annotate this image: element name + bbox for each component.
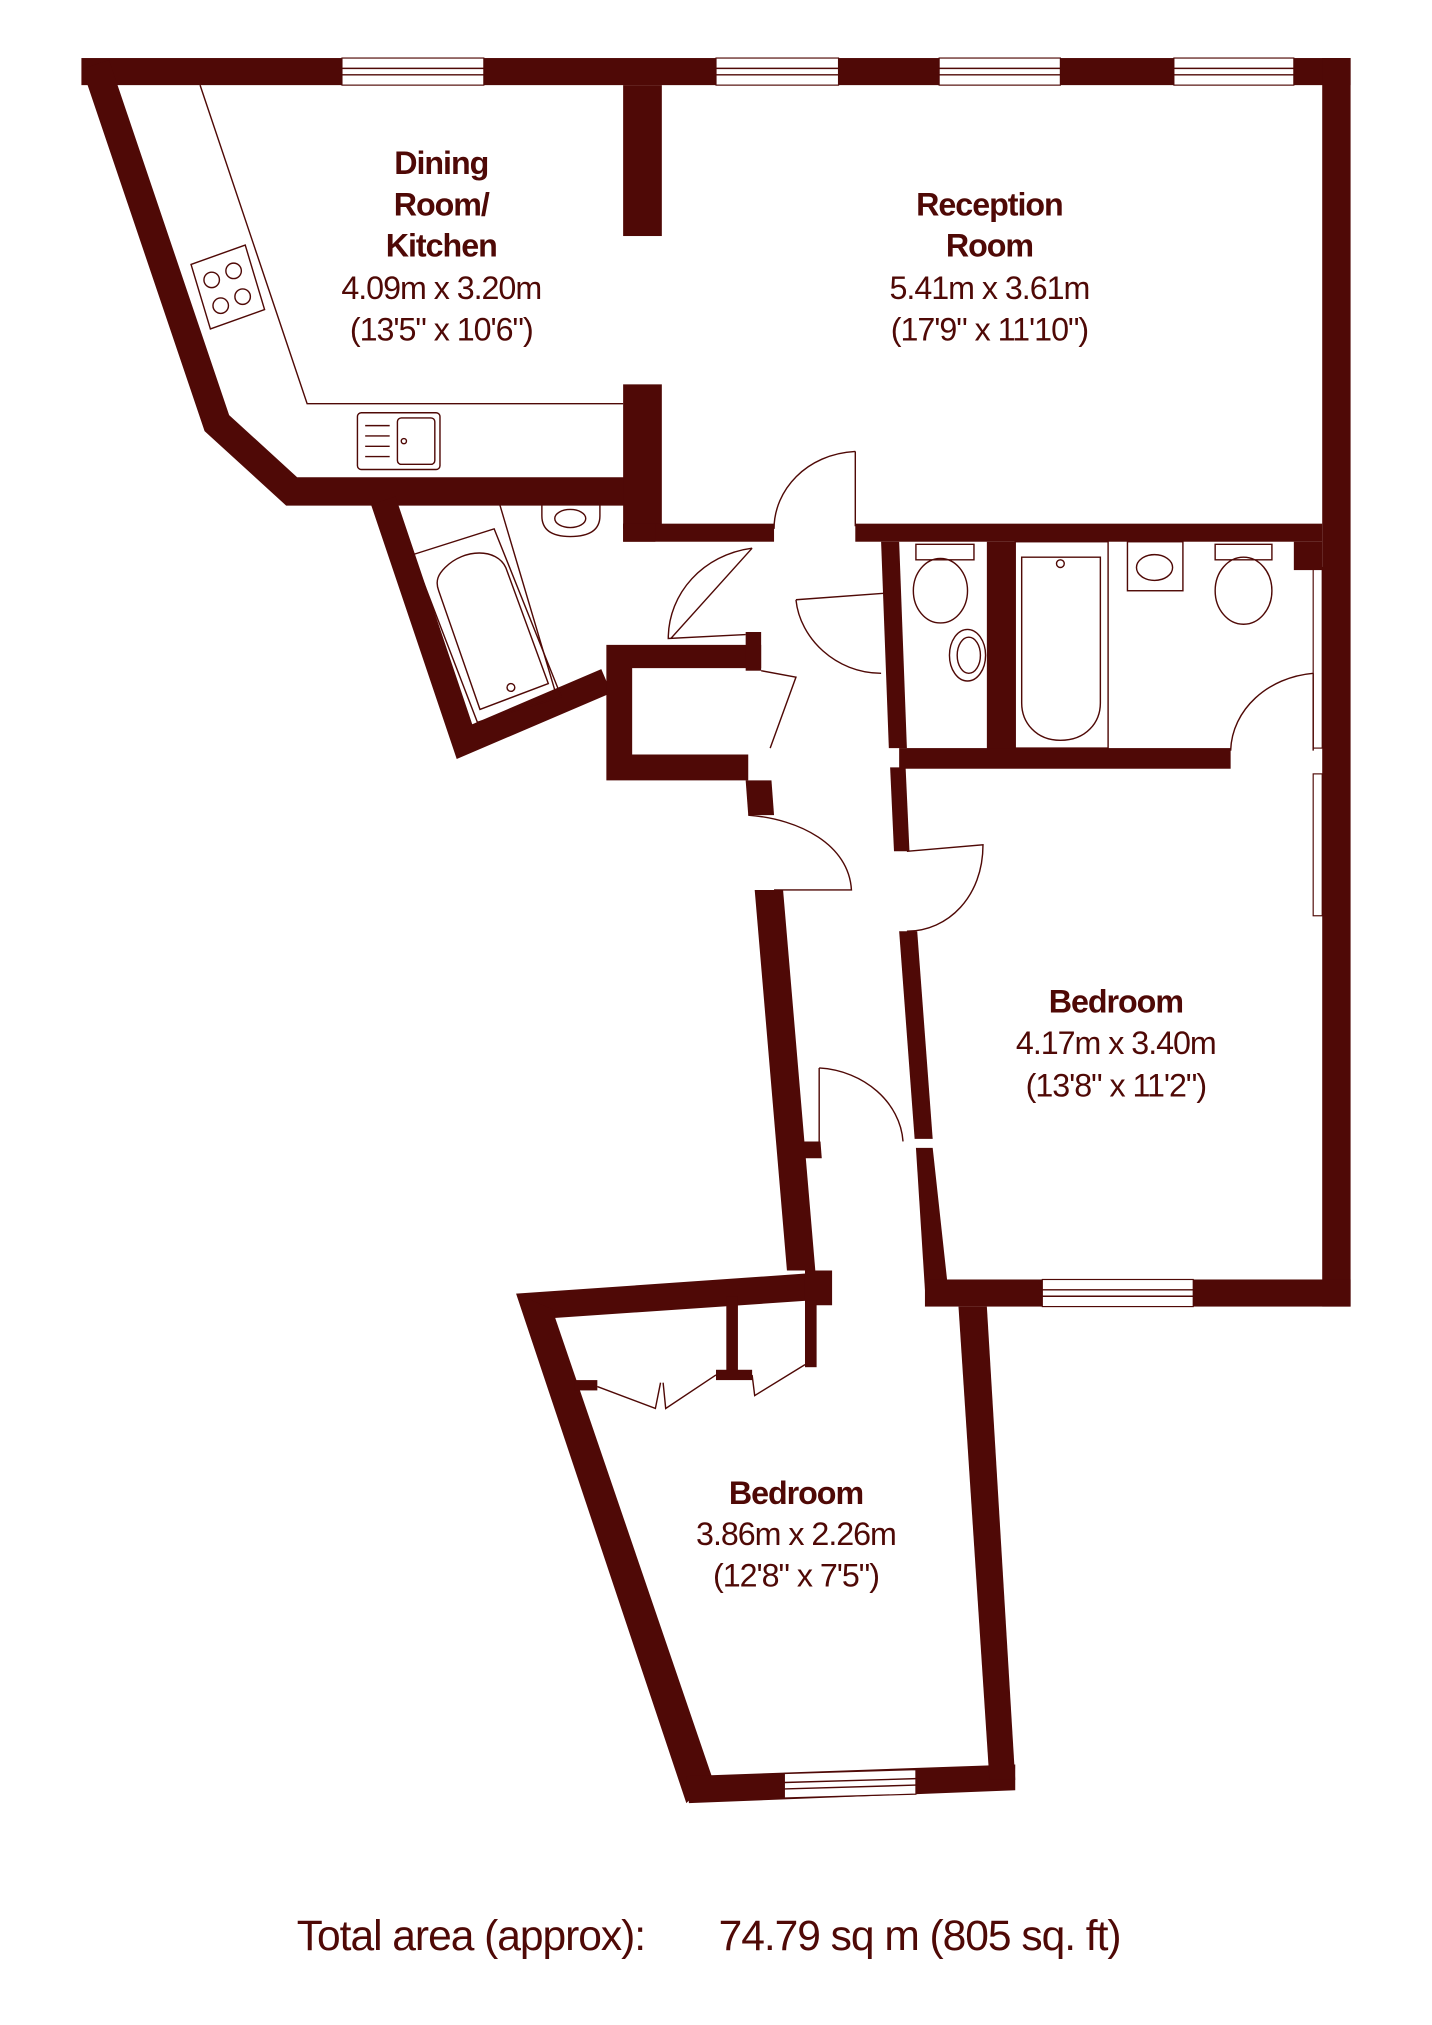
door-icon — [1229, 672, 1314, 751]
wall-joint — [804, 1270, 833, 1306]
basin-icon — [1126, 541, 1184, 592]
room-name: Reception — [916, 186, 1063, 222]
reception-bottom-wall — [855, 523, 1323, 542]
wall-joint — [802, 1141, 822, 1159]
doors — [667, 450, 1314, 1142]
wardrobe-divider — [726, 1296, 738, 1377]
label-reception: Reception Room 5.41m x 3.61m (17'9" x 11… — [890, 186, 1091, 348]
room-name: Room — [946, 228, 1033, 264]
bathroom-outer-wall — [371, 496, 612, 759]
bedroom2-top-wall — [516, 1273, 816, 1319]
corridor-wall — [745, 780, 775, 816]
label-bedroom-2: Bedroom 3.86m x 2.26m (12'8" x 7'5") — [696, 1475, 897, 1594]
total-area-value: 74.79 sq m (805 sq. ft) — [719, 1912, 1121, 1960]
wardrobe — [574, 1296, 817, 1410]
total-area-label: Total area (approx): — [297, 1912, 645, 1960]
window — [783, 1769, 917, 1799]
kitchen-outer-wall — [82, 59, 642, 506]
room-dimensions-imperial: (13'5" x 10'6") — [350, 312, 533, 348]
bedroom2-right-wall — [958, 1306, 1016, 1780]
window — [715, 57, 840, 86]
window — [1173, 57, 1295, 86]
cupboard-wall — [606, 644, 762, 781]
room-dimensions-imperial: (13'8" x 11'2") — [1026, 1067, 1206, 1103]
hob-icon — [190, 244, 266, 330]
bathroom-divider — [986, 541, 1016, 751]
wall-joint — [1293, 541, 1323, 571]
room-dimensions-imperial: (17'9" x 11'10") — [891, 312, 1088, 348]
room-dimensions-metric: 4.17m x 3.40m — [1016, 1025, 1216, 1061]
room-name: Dining — [394, 145, 488, 181]
room-dimensions-metric: 5.41m x 3.61m — [890, 270, 1090, 306]
door-icon — [773, 450, 857, 529]
kitchen-worktop — [199, 84, 624, 405]
door-icon — [818, 1067, 904, 1142]
door-icon — [761, 670, 797, 749]
wardrobe-side — [804, 1300, 817, 1368]
bedroom2-left-wall — [516, 1293, 713, 1804]
divider-wall — [623, 384, 662, 529]
door-icon — [906, 844, 984, 932]
right-wall-recess — [1312, 566, 1323, 749]
bedroom-left-wall — [915, 1147, 949, 1290]
right-wall-recess — [1312, 773, 1323, 917]
room-name: Kitchen — [386, 228, 497, 264]
basin-icon — [541, 502, 601, 538]
window — [1041, 1278, 1194, 1308]
label-dining-kitchen: Dining Room/ Kitchen 4.09m x 3.20m (13'5… — [341, 145, 542, 348]
toilet-icon — [912, 543, 975, 624]
door-icon — [667, 547, 753, 640]
window — [341, 57, 485, 86]
reception-bottom-wall — [623, 523, 775, 542]
window — [938, 57, 1061, 86]
basin-icon — [948, 628, 987, 682]
bathroom-bottom-wall — [899, 748, 1231, 769]
sink-icon — [356, 412, 441, 471]
wardrobe-jamb — [716, 1369, 753, 1381]
corridor-left-wall — [754, 889, 816, 1271]
room-dimensions-imperial: (12'8" x 7'5") — [713, 1557, 879, 1593]
top-windows — [341, 57, 1295, 86]
divider-wall — [623, 85, 662, 237]
bath-edge — [498, 502, 556, 691]
room-name: Bedroom — [1049, 984, 1183, 1020]
corridor-right-wall — [899, 931, 933, 1139]
bathtub-icon — [411, 527, 563, 724]
room-dimensions-metric: 3.86m x 2.26m — [696, 1516, 896, 1552]
door-icon — [795, 592, 884, 674]
corridor-right-wall — [890, 767, 910, 852]
toilet-icon — [1214, 543, 1273, 625]
room-name: Bedroom — [729, 1475, 863, 1511]
door-icon — [748, 814, 853, 891]
label-bedroom-1: Bedroom 4.17m x 3.40m (13'8" x 11'2") — [1016, 984, 1217, 1104]
wall-joint — [623, 523, 656, 542]
bathtub-icon — [1014, 541, 1109, 749]
wall-joint — [745, 632, 762, 671]
room-dimensions-metric: 4.09m x 3.20m — [341, 270, 541, 306]
corridor-right-wall — [881, 541, 907, 749]
room-name: Room/ — [394, 186, 490, 222]
wardrobe-jamb — [574, 1380, 598, 1391]
right-wall — [1322, 58, 1351, 1307]
